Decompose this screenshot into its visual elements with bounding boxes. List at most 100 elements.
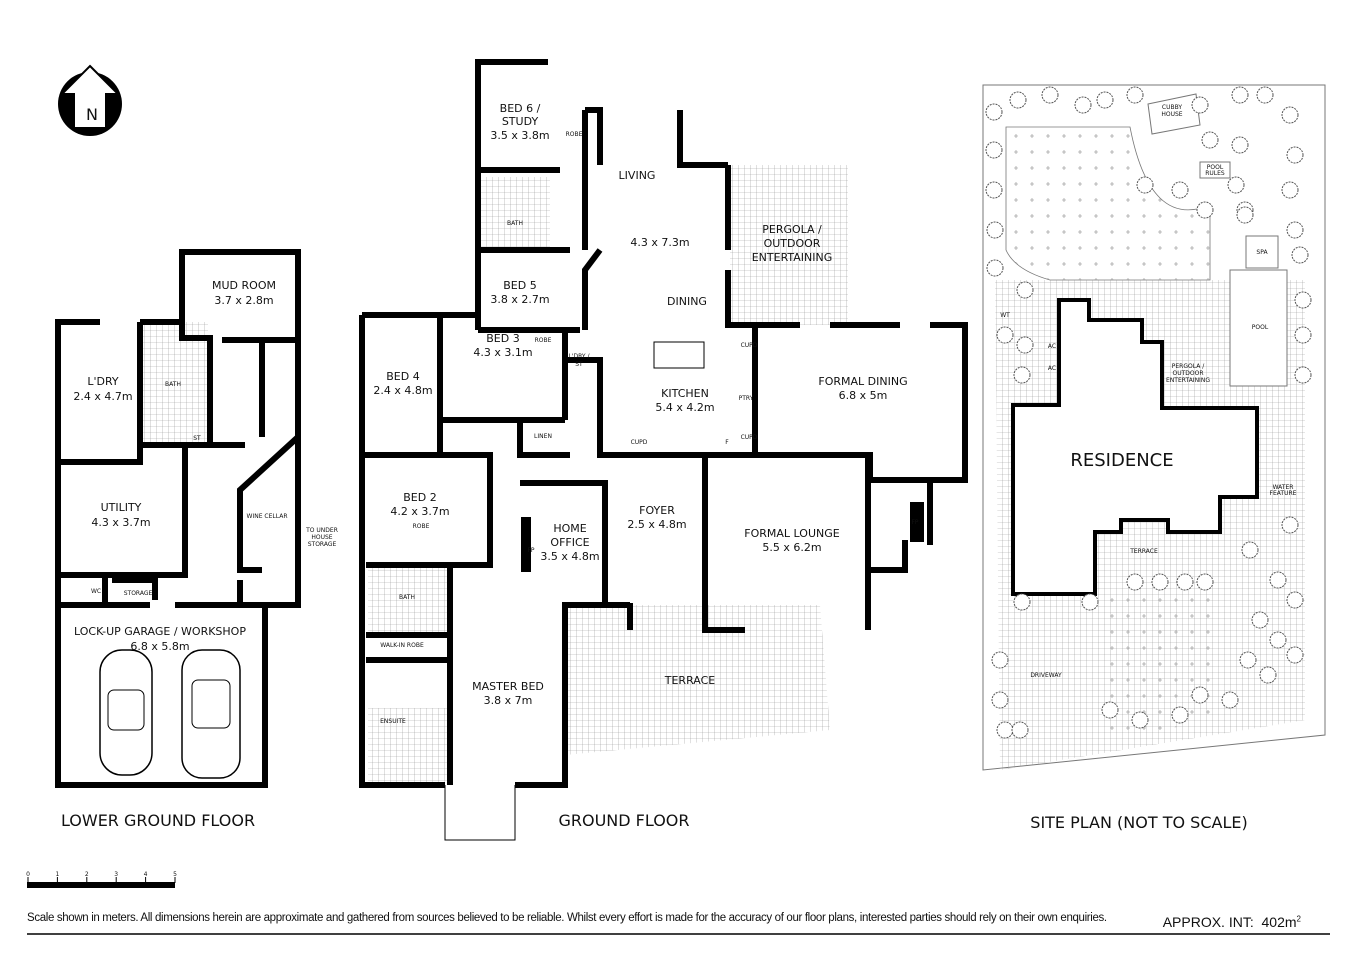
tree-icon [1286, 646, 1304, 664]
car-icon [181, 649, 241, 779]
tree-icon [1227, 176, 1245, 194]
tree-icon [1286, 221, 1304, 239]
svg-text:HOUSE: HOUSE [1161, 111, 1182, 118]
tree-icon [1136, 176, 1154, 194]
tree-icon [1269, 631, 1287, 649]
svg-text:BED 5: BED 5 [503, 279, 536, 292]
svg-text:CUPD: CUPD [741, 342, 758, 349]
svg-text:FEATURE: FEATURE [1270, 490, 1297, 497]
svg-text:ST: ST [193, 435, 201, 442]
car-icon [99, 649, 153, 776]
tree-icon [1041, 86, 1059, 104]
svg-text:WC: WC [91, 588, 101, 595]
svg-text:FP: FP [527, 547, 534, 554]
tree-icon [986, 221, 1004, 239]
svg-text:BATH: BATH [507, 220, 523, 227]
tree-icon [991, 691, 1009, 709]
svg-text:CUBBY: CUBBY [1162, 104, 1182, 111]
svg-text:STORAGE: STORAGE [124, 590, 153, 597]
svg-text:LINEN: LINEN [534, 433, 552, 440]
tree-icon [1281, 516, 1299, 534]
svg-text:BED 2: BED 2 [403, 491, 436, 504]
tree-icon [1131, 711, 1149, 729]
tree-icon [1239, 651, 1257, 669]
svg-text:TO UNDER: TO UNDER [305, 527, 338, 534]
tree-icon [1241, 541, 1259, 559]
tree-icon [1281, 106, 1299, 124]
svg-text:ENTERTAINING: ENTERTAINING [1166, 377, 1210, 384]
tree-icon [985, 141, 1003, 159]
svg-text:5.4 x 4.2m: 5.4 x 4.2m [655, 401, 714, 414]
tree-icons [985, 86, 1312, 739]
tree-icon [1126, 86, 1144, 104]
svg-text:FOYER: FOYER [639, 504, 675, 517]
tree-icon [1256, 86, 1274, 104]
svg-text:5.5 x 6.2m: 5.5 x 6.2m [762, 541, 821, 554]
svg-text:RESIDENCE: RESIDENCE [1070, 450, 1173, 471]
svg-text:ST: ST [575, 361, 583, 368]
tree-icon [1221, 691, 1239, 709]
ground-floor-plan: BED 6 / STUDY 3.5 x 3.8m ROBE BATH LIVIN… [359, 59, 968, 841]
svg-text:3.5 x 4.8m: 3.5 x 4.8m [540, 550, 599, 563]
tree-icon [1196, 201, 1214, 219]
scale-tick-label: 0 [26, 871, 30, 878]
svg-text:RULES: RULES [1205, 170, 1225, 177]
svg-text:DINING: DINING [667, 295, 707, 308]
tree-icon [1009, 91, 1027, 109]
svg-text:TERRACE: TERRACE [664, 674, 716, 687]
svg-text:CUPD: CUPD [741, 434, 758, 441]
svg-text:DRIVEWAY: DRIVEWAY [1030, 672, 1062, 679]
tree-icon [985, 103, 1003, 121]
tree-icon [1231, 86, 1249, 104]
svg-text:FORMAL DINING: FORMAL DINING [818, 375, 907, 388]
svg-text:AC: AC [1048, 343, 1056, 350]
tree-icon [1294, 366, 1312, 384]
tree-icon [996, 326, 1014, 344]
tree-icon [1294, 326, 1312, 344]
scale-tick-label: 2 [85, 871, 89, 878]
north-arrow-icon: N [58, 64, 122, 136]
tree-icon [1231, 136, 1249, 154]
svg-text:BATH: BATH [399, 594, 415, 601]
svg-text:AC: AC [1048, 365, 1056, 372]
site-plan: RESIDENCE CUBBY HOUSE POOL RULES SPA POO… [982, 84, 1326, 832]
tree-icon [1016, 336, 1034, 354]
svg-text:BED 4: BED 4 [386, 370, 419, 383]
tree-icon [1236, 206, 1254, 224]
tree-icon [1013, 366, 1031, 384]
svg-text:4.3 x 3.7m: 4.3 x 3.7m [91, 516, 150, 529]
tree-icon [1281, 181, 1299, 199]
svg-text:HOME: HOME [553, 522, 586, 535]
svg-text:3.8 x 7m: 3.8 x 7m [484, 694, 533, 707]
svg-text:WT: WT [1000, 312, 1010, 319]
site-plan-title: SITE PLAN (NOT TO SCALE) [1030, 813, 1247, 832]
svg-text:OUTDOOR: OUTDOOR [1172, 370, 1203, 377]
tree-icon [1016, 281, 1034, 299]
scale-tick-label: 4 [144, 871, 148, 878]
svg-text:PERGOLA /: PERGOLA / [1172, 363, 1205, 370]
svg-text:STUDY: STUDY [502, 115, 539, 128]
tree-icon [1011, 721, 1029, 739]
tree-icon [1101, 701, 1119, 719]
tree-icon [1291, 246, 1309, 264]
svg-text:4.2 x 3.7m: 4.2 x 3.7m [390, 505, 449, 518]
svg-text:UTILITY: UTILITY [101, 501, 142, 514]
svg-text:3.8 x 2.7m: 3.8 x 2.7m [490, 293, 549, 306]
svg-text:HOUSE: HOUSE [311, 534, 332, 541]
svg-text:N: N [86, 105, 98, 124]
tree-icon [1251, 611, 1269, 629]
svg-text:L'DRY /: L'DRY / [569, 353, 591, 360]
svg-text:ROBE: ROBE [535, 337, 552, 344]
svg-text:ROBE: ROBE [566, 131, 583, 138]
svg-text:3.5 x 3.8m: 3.5 x 3.8m [490, 129, 549, 142]
svg-text:MASTER BED: MASTER BED [472, 680, 544, 693]
svg-text:MUD ROOM: MUD ROOM [212, 279, 276, 292]
svg-text:WINE CELLAR: WINE CELLAR [247, 513, 288, 520]
tree-icon [1294, 291, 1312, 309]
svg-text:OUTDOOR: OUTDOOR [764, 237, 821, 250]
svg-text:4.3 x 7.3m: 4.3 x 7.3m [630, 236, 689, 249]
tree-icon [1286, 591, 1304, 609]
svg-text:POOL: POOL [1252, 324, 1269, 331]
